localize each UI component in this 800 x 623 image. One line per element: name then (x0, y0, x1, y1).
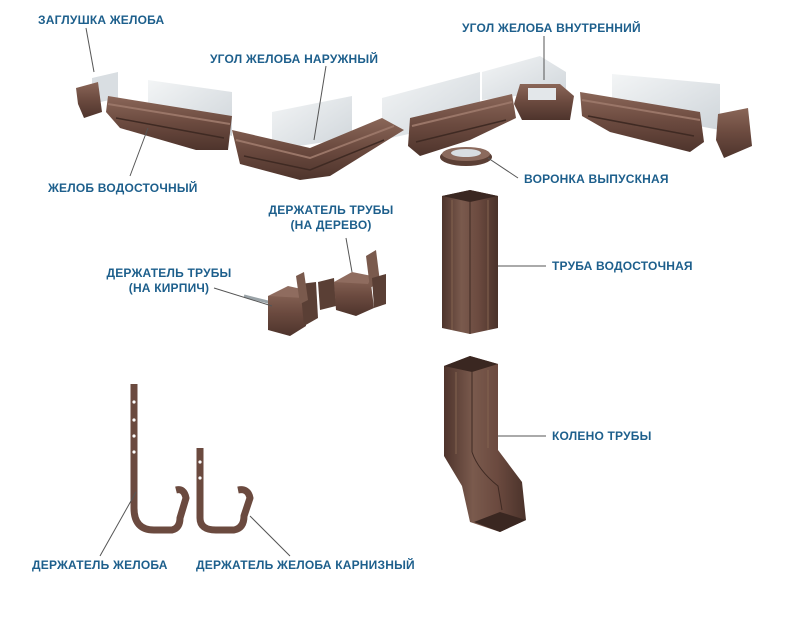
label-funnel: ВОРОНКА ВЫПУСКНАЯ (524, 172, 669, 186)
pipe-holder-wood (318, 250, 386, 316)
gutter-back-plate (272, 96, 352, 150)
label-pipe-holder-brick: ДЕРЖАТЕЛЬ ТРУБЫ (НА КИРПИЧ) (104, 266, 234, 296)
bracket-hole (132, 450, 136, 454)
label-gutter-bracket: ДЕРЖАТЕЛЬ ЖЕЛОБА (32, 558, 168, 572)
gutter-assembly (76, 56, 752, 180)
downpipe (442, 190, 498, 334)
funnel-outlet (440, 147, 492, 166)
leader-funnel (487, 157, 519, 179)
bracket-hole (132, 434, 136, 438)
leader-pipe-holder-brick (213, 287, 273, 307)
leader-gutter (129, 127, 149, 177)
bracket-hole (198, 476, 202, 480)
end-cap-left (76, 72, 118, 118)
leader-gutter-bracket (99, 491, 137, 557)
label-gutter: ЖЕЛОБ ВОДОСТОЧНЫЙ (48, 181, 198, 195)
label-pipe-holder-wood: ДЕРЖАТЕЛЬ ТРУБЫ (НА ДЕРЕВО) (266, 203, 396, 233)
pipe-holder-brick (243, 272, 318, 336)
label-outer-corner: УГОЛ ЖЕЛОБА НАРУЖНЫЙ (210, 52, 379, 66)
label-pipe-holder-wood-line2: (НА ДЕРЕВО) (290, 218, 372, 232)
outer-corner (232, 118, 404, 180)
label-inner-corner: УГОЛ ЖЕЛОБА ВНУТРЕННИЙ (462, 21, 641, 35)
fascia-gutter-bracket (196, 448, 254, 534)
label-pipe-holder-brick-line2: (НА КИРПИЧ) (128, 281, 210, 295)
gutter-segment-middle (408, 94, 516, 156)
leader-outer-corner (313, 65, 327, 141)
label-pipe-holder-wood-line1: ДЕРЖАТЕЛЬ ТРУБЫ (268, 203, 394, 217)
end-cap-right (716, 108, 752, 158)
leader-pipe-holder-wood (345, 237, 353, 273)
gutter-segment-left (106, 96, 232, 150)
inner-corner (514, 84, 574, 120)
label-pipe-elbow: КОЛЕНО ТРУБЫ (552, 429, 652, 443)
leader-fascia-bracket (249, 515, 291, 557)
label-downpipe: ТРУБА ВОДОСТОЧНАЯ (552, 259, 693, 273)
gutter-segment-right (580, 92, 704, 152)
label-fascia-bracket: ДЕРЖАТЕЛЬ ЖЕЛОБА КАРНИЗНЫЙ (196, 558, 415, 572)
leader-end-cap (85, 27, 95, 73)
bracket-hole (198, 460, 202, 464)
label-pipe-holder-brick-line1: ДЕРЖАТЕЛЬ ТРУБЫ (106, 266, 232, 280)
bracket-hole (132, 400, 136, 404)
leader-lines (85, 27, 546, 557)
bracket-hole (132, 418, 136, 422)
label-end-cap: ЗАГЛУШКА ЖЕЛОБА (38, 13, 165, 27)
pipe-elbow (444, 356, 526, 532)
gutter-bracket (130, 384, 190, 534)
